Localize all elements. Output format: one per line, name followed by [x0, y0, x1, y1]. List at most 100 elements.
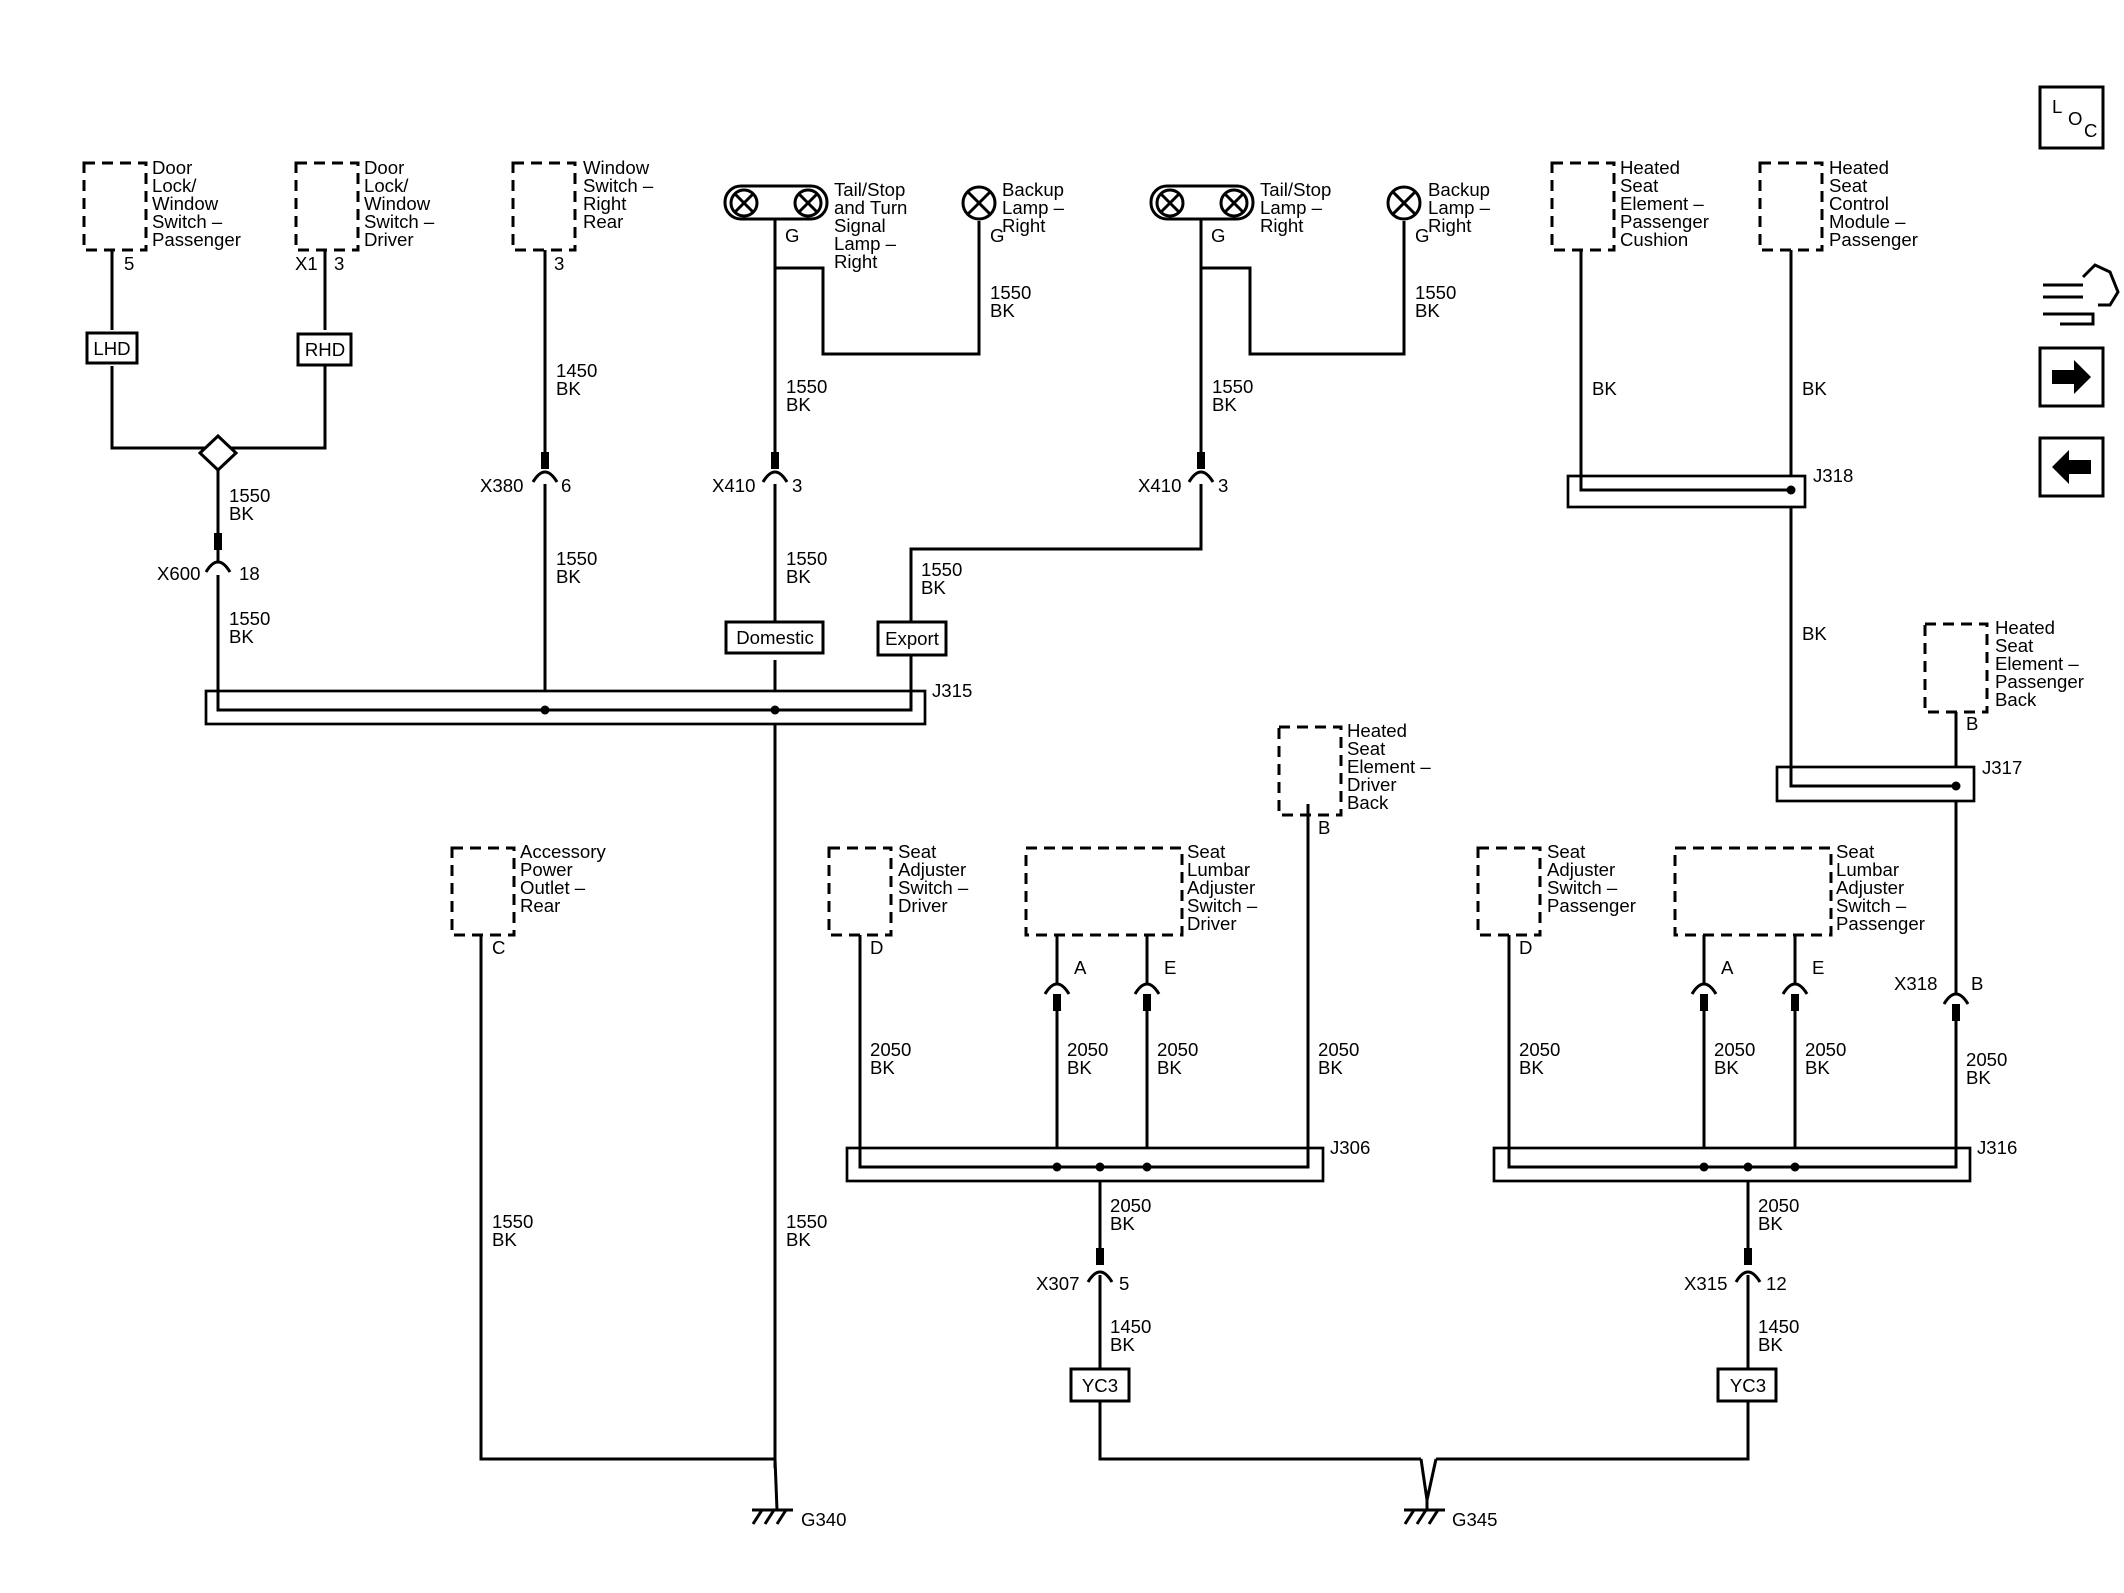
- junction-diamond: [197, 433, 239, 473]
- wire-color: BK: [990, 300, 1015, 321]
- wire-color: BK: [1415, 300, 1440, 321]
- j318-label: J318: [1813, 465, 1853, 486]
- pin-labels: 5 X1 3 3 G G G G C D A E B D A E B: [124, 225, 1978, 978]
- wire-gauge: 2050: [1714, 1039, 1755, 1060]
- next-page-button[interactable]: [2038, 346, 2105, 408]
- wire-gauge: 1550: [786, 376, 827, 397]
- pin-g3: G: [1211, 225, 1225, 246]
- yc3-right-label: YC3: [1730, 1375, 1766, 1396]
- wire-gauge: 1550: [990, 282, 1031, 303]
- splice-bars: [204, 474, 1976, 1183]
- wire-gauge: 2050: [870, 1039, 911, 1060]
- tail-lamp-2-icon: [1149, 184, 1255, 221]
- label-line: Passenger: [152, 229, 241, 250]
- x410b-pin: 3: [1218, 475, 1228, 496]
- loc-l: L: [2052, 96, 2062, 117]
- label-line: Lamp –: [1002, 197, 1065, 218]
- label-line: Accessory: [520, 841, 606, 862]
- wire-gauge: 1450: [1758, 1316, 1799, 1337]
- label-line: Back: [1995, 689, 2037, 710]
- wire-color: BK: [1110, 1213, 1135, 1234]
- label-line: Passenger: [1836, 913, 1925, 934]
- location-button[interactable]: L O C: [2038, 85, 2105, 150]
- label-line: Window: [364, 193, 431, 214]
- x410a-label: X410: [712, 475, 755, 496]
- x380-label: X380: [480, 475, 523, 496]
- label-line: Adjuster: [1187, 877, 1255, 898]
- label-line: Adjuster: [898, 859, 966, 880]
- j306-label: J306: [1330, 1137, 1370, 1158]
- splice-labels: J315 J306 J316 J318 J317: [932, 465, 2022, 1158]
- wire-gauge: 2050: [1067, 1039, 1108, 1060]
- pin-g4: G: [1415, 225, 1429, 246]
- side-nav: L O C: [2038, 85, 2120, 498]
- x318-pin: B: [1971, 973, 1983, 994]
- x600-label: X600: [157, 563, 200, 584]
- wire-color: BK: [1212, 394, 1237, 415]
- x315-label: X315: [1684, 1273, 1727, 1294]
- pin-a1: A: [1074, 957, 1087, 978]
- x315-pin: 12: [1766, 1273, 1787, 1294]
- label-line: Switch –: [1187, 895, 1258, 916]
- label-line: Rear: [583, 211, 623, 232]
- x380-pin: 6: [561, 475, 571, 496]
- label-line: Lock/: [364, 175, 409, 196]
- label-line: Right: [1260, 215, 1304, 236]
- x315-connector: [1734, 1248, 1762, 1283]
- label-line: Window: [583, 157, 650, 178]
- wire-color: BK: [1318, 1057, 1343, 1078]
- label-line: Driver: [1347, 774, 1397, 795]
- wire-gauge: 1550: [1415, 282, 1456, 303]
- wire-color: BK: [1110, 1334, 1135, 1355]
- label-line: Backup: [1428, 179, 1490, 200]
- wire-gauge: 2050: [1110, 1195, 1151, 1216]
- label-line: Element –: [1995, 653, 2079, 674]
- label-line: Door: [152, 157, 192, 178]
- wire-color: BK: [870, 1057, 895, 1078]
- label-line: Heated: [1620, 157, 1680, 178]
- pin-3a: 3: [334, 253, 344, 274]
- label-line: Lock/: [152, 175, 197, 196]
- label-line: Switch –: [152, 211, 223, 232]
- wire-color: BK: [1802, 378, 1827, 399]
- label-line: Seat: [1829, 175, 1868, 196]
- door-lock-driver-box: [294, 161, 360, 252]
- e1-connector: [1133, 982, 1161, 1011]
- lumbar-pass-box: [1673, 846, 1833, 937]
- label-line: Seat: [898, 841, 937, 862]
- label-line: Driver: [898, 895, 948, 916]
- label-line: Lamp –: [834, 233, 897, 254]
- label-line: Right: [1002, 215, 1046, 236]
- domestic-label: Domestic: [736, 627, 814, 648]
- wire-gauge: 1550: [229, 485, 270, 506]
- arrow-left-icon: [2052, 450, 2091, 484]
- wire-color: BK: [229, 503, 254, 524]
- pin-b-pass: B: [1966, 713, 1978, 734]
- j317-label: J317: [1982, 757, 2022, 778]
- wire-gauge: 1550: [921, 559, 962, 580]
- previous-page-button[interactable]: [2038, 436, 2105, 498]
- wire-color: BK: [1067, 1057, 1092, 1078]
- label-line: Passenger: [1620, 211, 1709, 232]
- wire-gauge: 1450: [1110, 1316, 1151, 1337]
- label-line: Element –: [1620, 193, 1704, 214]
- label-line: Lamp –: [1260, 197, 1323, 218]
- a1-connector: [1043, 982, 1071, 1011]
- door-lock-passenger-box: [82, 161, 148, 252]
- wire-gauge: 2050: [1157, 1039, 1198, 1060]
- label-line: Passenger: [1995, 671, 2084, 692]
- label-line: Back: [1347, 792, 1389, 813]
- harness-routing-icon[interactable]: [2043, 263, 2120, 326]
- loc-o: O: [2068, 108, 2082, 129]
- label-line: Lumbar: [1836, 859, 1899, 880]
- x318-label: X318: [1894, 973, 1937, 994]
- label-line: Switch –: [583, 175, 654, 196]
- label-line: and Turn: [834, 197, 907, 218]
- wire-gauge: 2050: [1318, 1039, 1359, 1060]
- wires: [110, 219, 1958, 1511]
